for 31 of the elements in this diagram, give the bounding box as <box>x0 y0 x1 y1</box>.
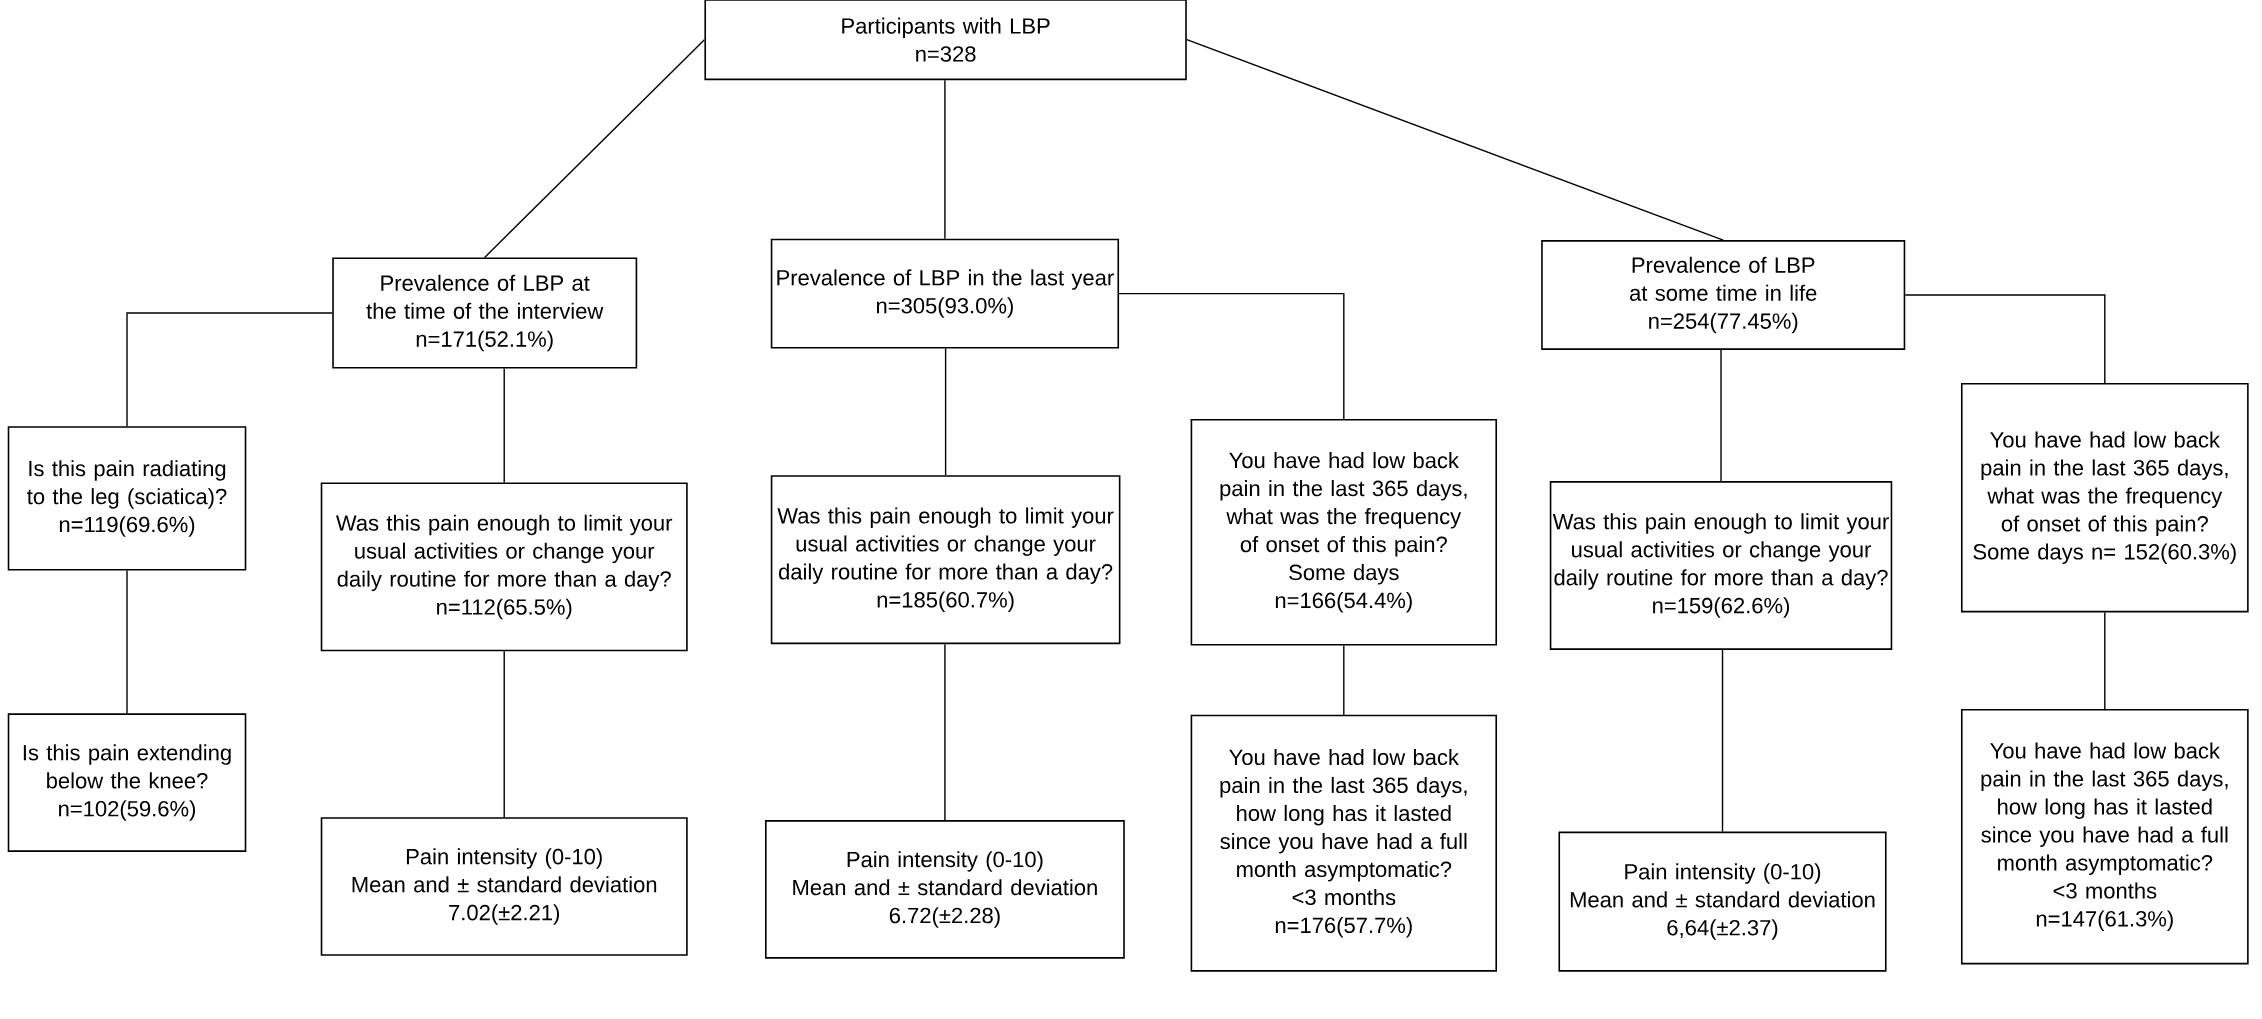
text-box: Pain intensity (0-10) Mean and ± standard deviation 6.72(±2.28) <box>765 820 1125 959</box>
text-box: Prevalence of LBP at the time of the interview n=171(52.1%) <box>332 257 638 369</box>
text-box: Was this pain enough to limit your usual activities or change your daily routine for more than a day? n=159(62.6%) <box>1549 481 1893 650</box>
connector-line <box>1186 39 1724 241</box>
text-box: Pain intensity (0-10) Mean and ± standard deviation 6,64(±2.37) <box>1558 831 1887 972</box>
connector-line <box>944 643 946 821</box>
connector-line <box>126 312 333 427</box>
connector-line <box>1721 649 1724 833</box>
connector-line <box>503 650 505 818</box>
connector-line <box>126 569 128 714</box>
text-box: You have had low back pain in the last 365 days, what was the frequency of onset of this pain? Some days n= 152(60.3%) <box>1960 382 2249 613</box>
text-box: Was this pain enough to limit your usual activities or change your daily routine for more than a day? n=112(65.5%) <box>320 482 688 652</box>
text-box: Pain intensity (0-10) Mean and ± standard deviation 7.02(±2.21) <box>320 817 688 956</box>
connector-line <box>944 347 947 476</box>
connector-line <box>1904 294 2106 384</box>
connector-line <box>944 79 946 240</box>
connector-line <box>2104 611 2106 710</box>
text-box: You have had low back pain in the last 365 days, how long has it lasted since you have had a full month asymptomatic? <3 months n=147(61.3%) <box>1960 708 2249 965</box>
connector-line <box>1343 644 1345 716</box>
text-box: Is this pain radiating to the leg (sciatica)? n=119(69.6%) <box>7 426 247 571</box>
connector-line <box>1118 292 1345 420</box>
text-box: Was this pain enough to limit your usual activities or change your daily routine for more than a day? n=185(60.7%) <box>770 475 1121 645</box>
connector-line <box>503 367 505 484</box>
connector-line <box>484 39 706 259</box>
text-box: Prevalence of LBP at some time in life n=254(77.45%) <box>1541 240 1906 350</box>
text-box: Prevalence of LBP in the last year n=305(93.0%) <box>770 238 1120 349</box>
text-box: Is this pain extending below the knee? n=102(59.6%) <box>7 713 247 852</box>
text-box: You have had low back pain in the last 365 days, what was the frequency of onset of this pain? Some days n=166(54.4%) <box>1190 419 1497 646</box>
connector-line <box>1720 349 1722 482</box>
text-box: You have had low back pain in the last 365 days, how long has it lasted since you have had a full month asymptomatic? <3 months n=176(57.7%) <box>1190 714 1497 972</box>
text-box: Participants with LBP n=328 <box>704 0 1187 81</box>
